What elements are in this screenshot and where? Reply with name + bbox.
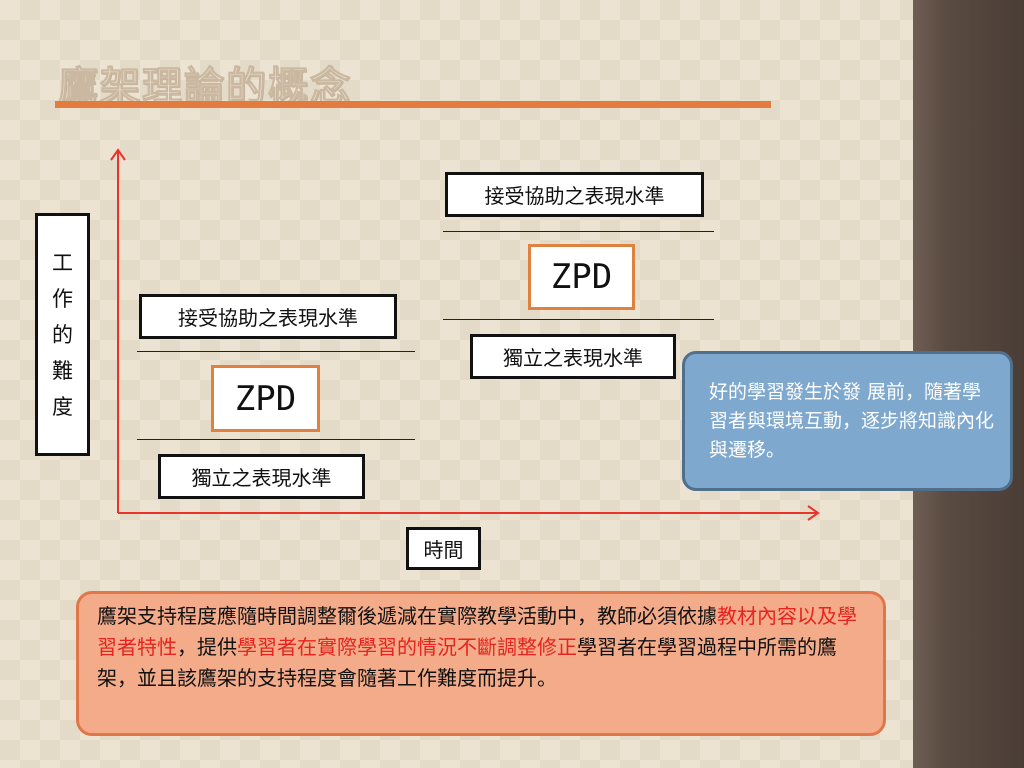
lower-assisted-level-line [137, 351, 415, 352]
note-highlight-2: 學習者在實際學習的情況不斷調整修正 [237, 635, 577, 659]
scaffolding-note: 鷹架支持程度應隨時間調整爾後遞減在實際教學活動中，教師必須依據教材內容以及學習者… [76, 591, 886, 736]
note-text-2: ，提供 [177, 635, 237, 659]
x-axis-label: 時間 [406, 527, 481, 570]
y-axis-arrowhead [110, 148, 126, 161]
upper-independent-level-label: 獨立之表現水準 [470, 334, 676, 379]
note-text-1: 鷹架支持程度應隨時間調整爾後遞減在實際教學活動中，教師必須依據 [97, 604, 717, 628]
upper-independent-level-line [443, 319, 714, 320]
upper-assisted-level-line [443, 231, 714, 232]
x-axis-arrowhead [807, 505, 820, 521]
title-underline [55, 101, 771, 108]
note-highlight-1: 教材內容以及學習者特性 [97, 604, 857, 659]
note-text-3: 學習者在學習過程中所需的鷹架，並且該鷹架的支持程度會隨著工作難度而提升。 [97, 635, 837, 690]
lower-zpd-box: ZPD [211, 365, 320, 432]
lower-independent-level-line [137, 439, 415, 440]
y-axis-label-box: 工作的難度 [35, 213, 90, 456]
upper-assisted-level-label: 接受協助之表現水準 [445, 172, 704, 217]
lower-independent-level-label: 獨立之表現水準 [158, 454, 365, 499]
lower-assisted-level-label: 接受協助之表現水準 [139, 294, 397, 339]
upper-zpd-box: ZPD [528, 244, 635, 310]
learning-callout: 好的學習發生於發 展前，隨著學習者與環境互動，逐步將知識內化與遷移。 [682, 351, 1013, 491]
y-axis-label: 工作的難度 [52, 250, 73, 419]
